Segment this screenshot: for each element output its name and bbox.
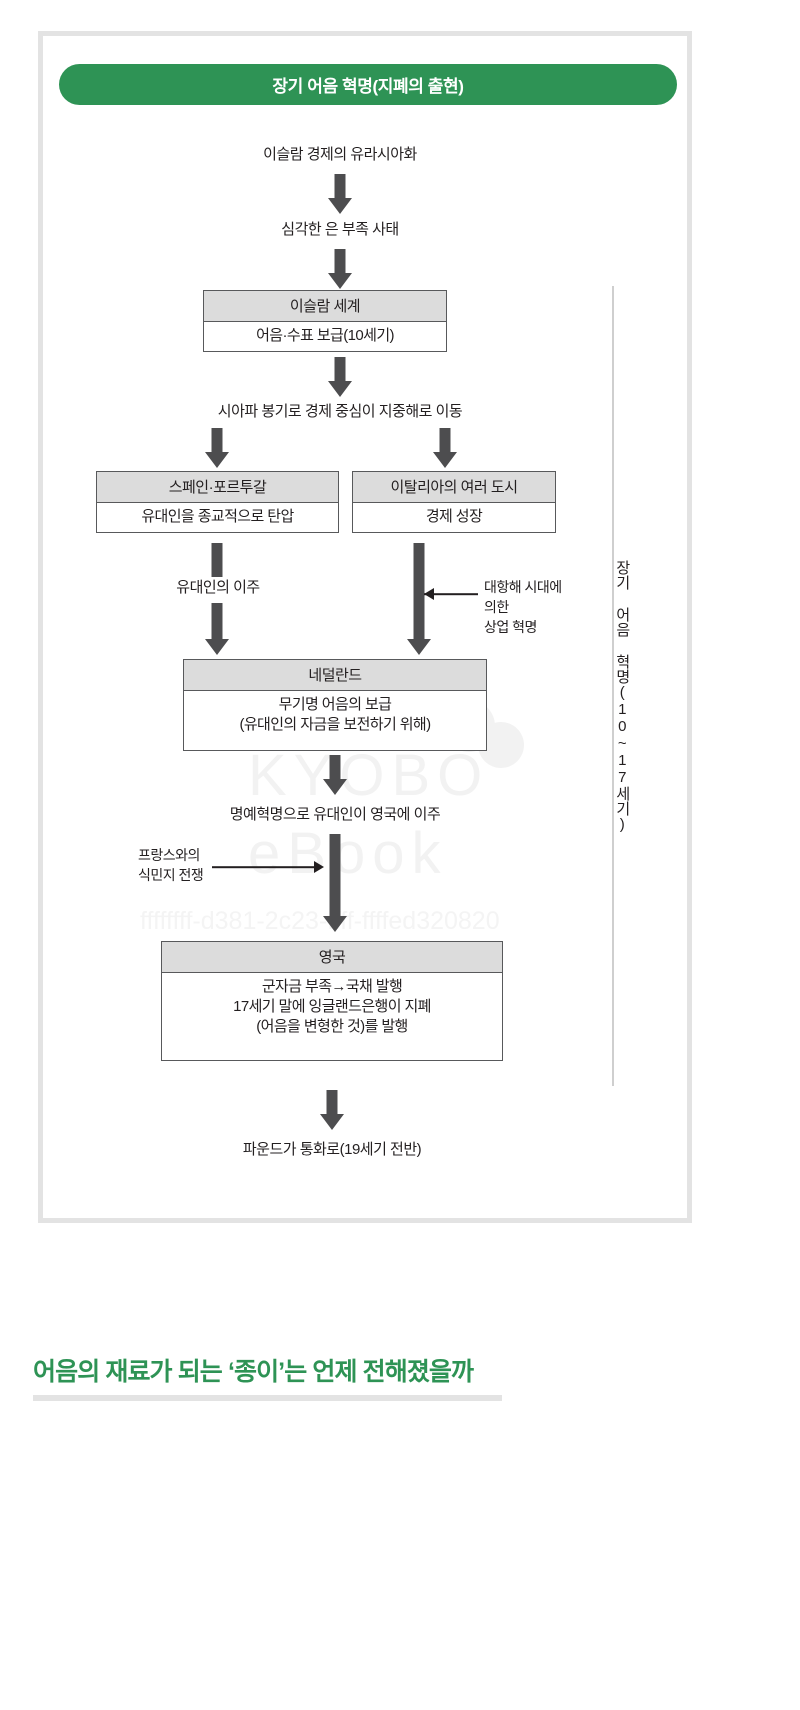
arrow-down-icon [320,1090,344,1130]
node-italian-cities-header: 이탈리아의 여러 도시 [353,472,555,503]
side-bracket-rule [612,286,614,1086]
node-netherlands-header: 네덜란드 [184,660,486,691]
arrow-down-icon [205,428,229,468]
arrow-left-icon [424,587,478,601]
arrow-down-icon [328,249,352,289]
node-islamic-world-header: 이슬람 세계 [204,291,446,322]
arrow-down-icon [205,543,229,577]
arrow-right-icon [212,860,324,874]
step-islam-eurasia: 이슬람 경제의 유라시아화 [263,146,417,163]
annotation-jewish-migration: 유대인의 이주 [176,579,260,596]
node-england-header: 영국 [162,942,502,973]
figure-title-text: 장기 어음 혁명(지폐의 출현) [272,77,464,96]
arrow-down-icon [407,543,431,655]
node-netherlands: 네덜란드 무기명 어음의 보급 (유대인의 자금을 보전하기 위해) [183,659,487,751]
arrow-down-icon [205,603,229,655]
annotation-age-of-discovery: 대항해 시대에 의한 상업 혁명 [484,579,562,635]
arrow-down-icon [323,834,347,932]
footer-divider [33,1395,502,1401]
side-vertical-label: 장기 어음 혁명(10~17세기) [613,560,631,833]
node-netherlands-body: 무기명 어음의 보급 (유대인의 자금을 보전하기 위해) [239,696,431,734]
step-silver-shortage: 심각한 은 부족 사태 [281,221,399,238]
node-spain-portugal: 스페인·포르투갈 유대인을 종교적으로 탄압 [96,471,339,533]
node-spain-portugal-header: 스페인·포르투갈 [97,472,338,503]
node-italian-cities-body: 경제 성장 [425,508,483,525]
figure-title-banner: 장기 어음 혁명(지폐의 출현) [59,64,677,105]
arrow-down-icon [328,357,352,397]
arrow-down-icon [328,174,352,214]
step-glorious-revolution: 명예혁명으로 유대인이 영국에 이주 [229,806,441,823]
arrow-down-icon [433,428,457,468]
node-england: 영국 군자금 부족→국채 발행 17세기 말에 잉글랜드은행이 지폐 (어음을 … [161,941,503,1061]
node-england-body: 군자금 부족→국채 발행 17세기 말에 잉글랜드은행이 지폐 (어음을 변형한… [233,978,431,1036]
footer-section-heading: 어음의 재료가 되는 ‘종이’는 언제 전해졌을까 [33,1358,474,1386]
node-islamic-world-body: 어음·수표 보급(10세기) [256,327,394,344]
step-shia-uprising: 시아파 봉기로 경제 중심이 지중해로 이동 [217,403,463,420]
annotation-french-colonial-war: 프랑스와의 식민지 전쟁 [138,847,204,883]
node-italian-cities: 이탈리아의 여러 도시 경제 성장 [352,471,556,533]
node-islamic-world: 이슬람 세계 어음·수표 보급(10세기) [203,290,447,352]
step-pound-currency: 파운드가 통화로(19세기 전반) [242,1141,422,1158]
arrow-down-icon [323,755,347,795]
node-spain-portugal-body: 유대인을 종교적으로 탄압 [141,508,294,525]
